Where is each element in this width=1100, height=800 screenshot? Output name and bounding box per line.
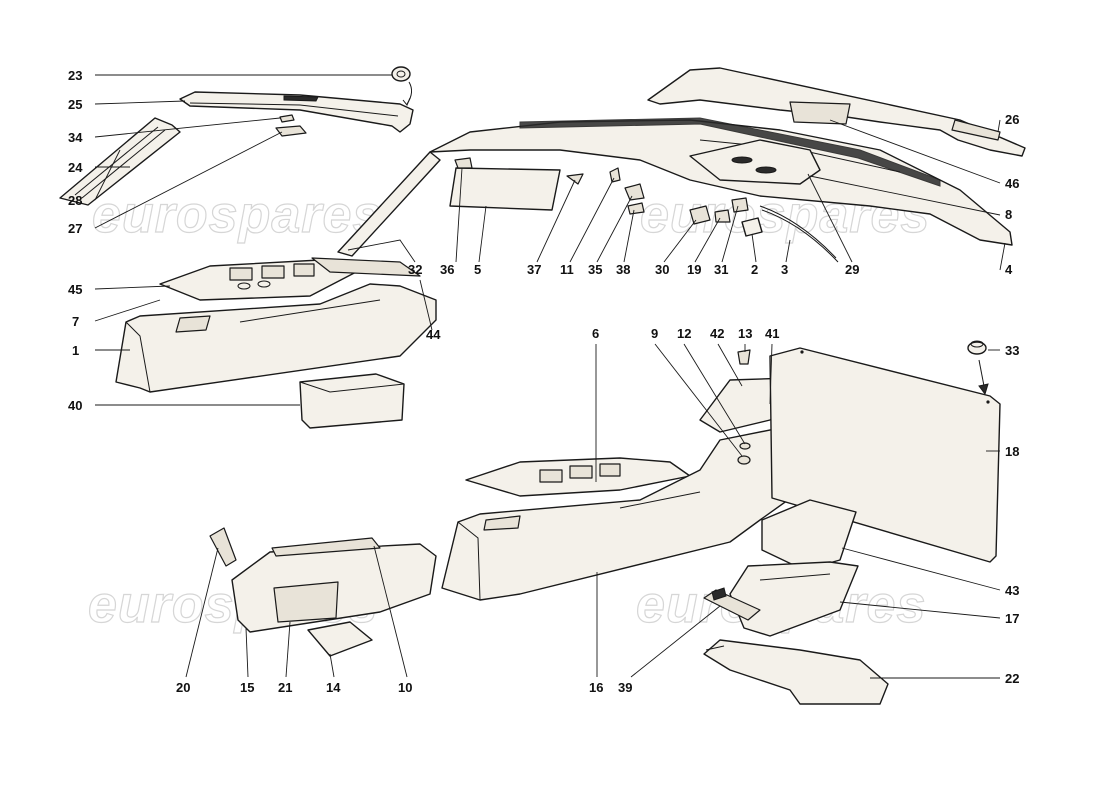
part-34-clip: [279, 114, 295, 123]
part-40-tray: [299, 373, 405, 429]
callout-9: 9: [651, 326, 658, 341]
part-30-31-switches: [689, 197, 763, 237]
part-39-latch: [703, 587, 761, 621]
part-44-trim: [311, 257, 421, 277]
callout-30: 30: [655, 262, 669, 277]
callout-4: 4: [1005, 262, 1013, 277]
part-17-tray: [729, 561, 859, 637]
callout-labels: 23 25 34 24 28 27 45 7 1 40 32 36 5 37 1…: [68, 68, 1019, 695]
part-22-cover: [703, 639, 889, 705]
callout-46: 46: [1005, 176, 1019, 191]
callout-24: 24: [68, 160, 83, 175]
callout-10: 10: [398, 680, 412, 695]
part-23-grommet: [391, 66, 413, 106]
watermark-top-left: eurospares: [92, 186, 382, 244]
part-20-clip: [209, 527, 237, 567]
callout-42: 42: [710, 326, 724, 341]
callout-28: 28: [68, 193, 82, 208]
callout-45: 45: [68, 282, 82, 297]
part-6-console-top: [465, 457, 691, 497]
part-5-sun-visor: [449, 157, 561, 211]
part-9-12-13-fasteners: [737, 349, 751, 465]
callout-8: 8: [1005, 207, 1012, 222]
part-roof-panel-26: [647, 67, 1026, 157]
part-25-rail: [179, 91, 414, 133]
callout-7: 7: [72, 314, 79, 329]
callout-43: 43: [1005, 583, 1019, 598]
callout-41: 41: [765, 326, 779, 341]
callout-18: 18: [1005, 444, 1019, 459]
callout-3: 3: [781, 262, 788, 277]
callout-44: 44: [426, 327, 441, 342]
callout-25: 25: [68, 97, 82, 112]
callout-23: 23: [68, 68, 82, 83]
part-14-plate: [307, 621, 373, 657]
callout-20: 20: [176, 680, 190, 695]
part-33-grommet: [967, 340, 989, 396]
callout-16: 16: [589, 680, 603, 695]
callout-1: 1: [72, 343, 79, 358]
part-27-bracket: [275, 125, 307, 137]
callout-6: 6: [592, 326, 599, 341]
callout-11: 11: [560, 262, 574, 277]
callout-14: 14: [326, 680, 341, 695]
part-32-a-pillar: [337, 151, 441, 257]
part-37-visor-hook: [566, 173, 584, 185]
part-3-wire: [759, 205, 839, 263]
callout-13: 13: [738, 326, 752, 341]
part-43-block: [761, 499, 857, 571]
part-1-console: [115, 283, 437, 393]
callout-34: 34: [68, 130, 83, 145]
callout-27: 27: [68, 221, 82, 236]
part-small-clips: [609, 167, 645, 215]
part-8-dome-light-panel: [689, 139, 821, 185]
callout-37: 37: [527, 262, 541, 277]
callout-40: 40: [68, 398, 82, 413]
callout-21: 21: [278, 680, 292, 695]
callout-19: 19: [687, 262, 701, 277]
callout-15: 15: [240, 680, 254, 695]
callout-5: 5: [474, 262, 481, 277]
callout-31: 31: [714, 262, 728, 277]
part-15-glovebox: [231, 537, 437, 633]
callout-38: 38: [616, 262, 630, 277]
callout-35: 35: [588, 262, 602, 277]
callout-17: 17: [1005, 611, 1019, 626]
callout-32: 32: [408, 262, 422, 277]
callout-36: 36: [440, 262, 454, 277]
callout-12: 12: [677, 326, 691, 341]
callout-2: 2: [751, 262, 758, 277]
callout-29: 29: [845, 262, 859, 277]
leader-lines: [94, 74, 1006, 679]
callout-26: 26: [1005, 112, 1019, 127]
callout-33: 33: [1005, 343, 1019, 358]
callout-22: 22: [1005, 671, 1019, 686]
callout-39: 39: [618, 680, 632, 695]
